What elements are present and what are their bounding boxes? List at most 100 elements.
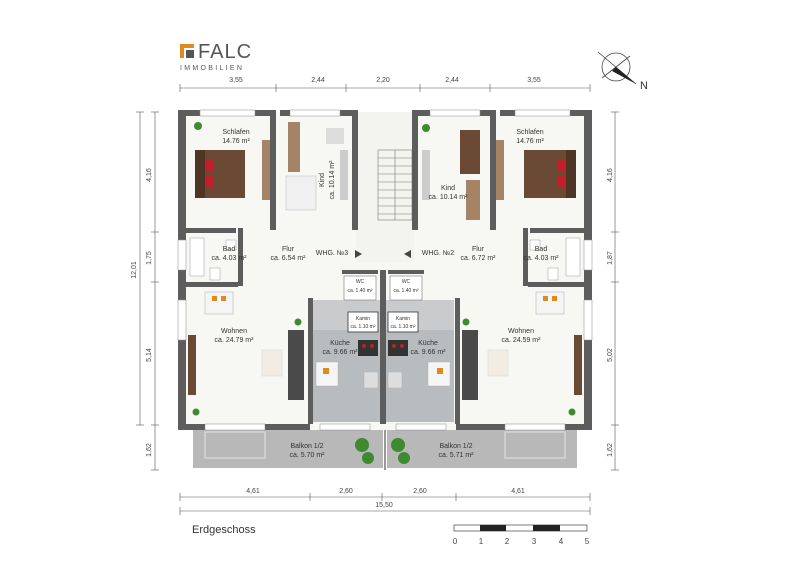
top-dim-2: 2,44 (311, 77, 325, 84)
kamin-right-name: Kamin (396, 316, 410, 322)
kueche-left-area: ca. 9.66 m² (322, 349, 358, 356)
balkon-left (193, 430, 383, 468)
top-dim-1: 3,55 (229, 77, 243, 84)
brand-sub: IMMOBILIEN (180, 65, 244, 72)
bottom-dim-2: 2,60 (339, 488, 353, 495)
kid-furniture-right (422, 130, 480, 220)
left-total-dim: 12,01 (131, 261, 138, 279)
arrow-right-icon (404, 250, 411, 258)
bad-left-name: Bad (223, 246, 236, 253)
floor-label: Erdgeschoss (192, 524, 256, 536)
right-dim-3: 5,02 (607, 348, 614, 362)
kid-furniture-left (285, 122, 348, 211)
kind-right-name: Kind (441, 185, 455, 192)
wc-left-name: WC (356, 279, 365, 285)
bed-right-icon (524, 150, 576, 198)
schlafen-right-area: 14.76 m² (516, 138, 544, 145)
plant-icons (192, 122, 576, 464)
balkon-right (387, 430, 577, 468)
stair-hall (356, 112, 414, 262)
bad-right-name: Bad (535, 246, 548, 253)
balkon-left-name: Balkon 1/2 (290, 443, 323, 450)
wc-right-name: WC (402, 279, 411, 285)
wardrobe-left-icon (262, 140, 270, 200)
wohnen-right-name: Wohnen (508, 328, 534, 335)
schlafen-left-name: Schlafen (222, 129, 249, 136)
left-dim-4: 1,62 (146, 443, 153, 457)
falc-logo: FALC IMMOBILIEN (180, 41, 252, 72)
top-dim-5: 3,55 (527, 77, 541, 84)
left-dim-2: 1,75 (146, 251, 153, 265)
top-dim-3: 2,20 (376, 77, 390, 84)
apartment-left-label: WHG. №3 (316, 250, 349, 257)
kueche-right-name: Küche (418, 340, 438, 347)
scale-tick-5: 5 (585, 537, 590, 546)
kitchen-left (315, 340, 379, 389)
wc-right-box (389, 275, 423, 301)
left-dim-1: 4,16 (146, 168, 153, 182)
schlafen-right-name: Schlafen (516, 129, 543, 136)
dining-left-icon (204, 291, 234, 315)
sofa-left-icon (261, 330, 304, 400)
right-dimensions (611, 111, 619, 471)
balcony-railings (204, 431, 566, 459)
tv-board-left-icon (188, 335, 196, 395)
bed-left-icon (195, 150, 245, 198)
right-dim-2: 1,87 (607, 251, 614, 265)
wohnen-right-area: ca. 24.59 m² (502, 337, 542, 344)
kind-right-area: ca. 10.14 m² (429, 194, 469, 201)
kind-left-name: Kind (319, 173, 326, 187)
bottom-dim-1: 4,61 (246, 488, 260, 495)
balkon-right-name: Balkon 1/2 (439, 443, 472, 450)
right-dim-1: 4,16 (607, 168, 614, 182)
scale-bar (453, 524, 588, 532)
left-dim-3: 5,14 (146, 348, 153, 362)
kueche-left-name: Küche (330, 340, 350, 347)
kind-left-area: ca. 10.14 m² (329, 160, 336, 200)
bad-left-area: ca. 4.03 m² (211, 255, 247, 262)
brand-name: FALC (198, 41, 252, 63)
tv-board-right-icon (574, 335, 582, 395)
kamin-left-box (347, 311, 379, 333)
apartment-right-label: WHG. №2 (422, 250, 455, 257)
top-dimensions (179, 84, 591, 92)
total-width-dim: 15,50 (375, 502, 393, 509)
balkon-right-area: ca. 5.71 m² (438, 452, 474, 459)
windows (177, 109, 593, 431)
schlafen-left-area: 14.76 m² (222, 138, 250, 145)
wohnen-left-area: ca. 24.79 m² (215, 337, 255, 344)
kamin-right-box (387, 311, 419, 333)
arrow-left-icon (355, 250, 362, 258)
flur-right-name: Flur (472, 246, 485, 253)
wc-left-area: ca. 1.40 m² (347, 288, 372, 294)
wc-right-area: ca. 1.40 m² (393, 288, 418, 294)
scale-tick-4: 4 (559, 537, 564, 546)
wardrobe-right-icon (496, 140, 504, 200)
flur-right-area: ca. 6.72 m² (460, 255, 496, 262)
kamin-left-area: ca. 1.10 m² (350, 324, 375, 330)
scale-tick-1: 1 (479, 537, 484, 546)
compass-north-label: N (640, 80, 648, 92)
sofa-right-icon (462, 330, 509, 400)
flur-left-area: ca. 6.54 m² (270, 255, 306, 262)
scale-tick-0: 0 (453, 537, 458, 546)
balkon-left-area: ca. 5.70 m² (289, 452, 325, 459)
left-dimensions (136, 111, 159, 471)
kamin-right-area: ca. 1.10 m² (390, 324, 415, 330)
bad-right-area: ca. 4.03 m² (523, 255, 559, 262)
kamin-left-name: Kamin (356, 316, 370, 322)
scale-tick-2: 2 (505, 537, 510, 546)
bottom-dim-4: 4,61 (511, 488, 525, 495)
wc-left-box (343, 275, 377, 301)
bath-left (189, 237, 237, 281)
compass: N (597, 51, 648, 92)
wohnen-left-name: Wohnen (221, 328, 247, 335)
scale-tick-3: 3 (532, 537, 537, 546)
bottom-dimensions (179, 493, 591, 515)
top-dim-4: 2,44 (445, 77, 459, 84)
right-dim-4: 1,62 (607, 443, 614, 457)
bottom-dim-3: 2,60 (413, 488, 427, 495)
kueche-right-area: ca. 9.66 m² (410, 349, 446, 356)
dining-right-icon (535, 291, 565, 315)
